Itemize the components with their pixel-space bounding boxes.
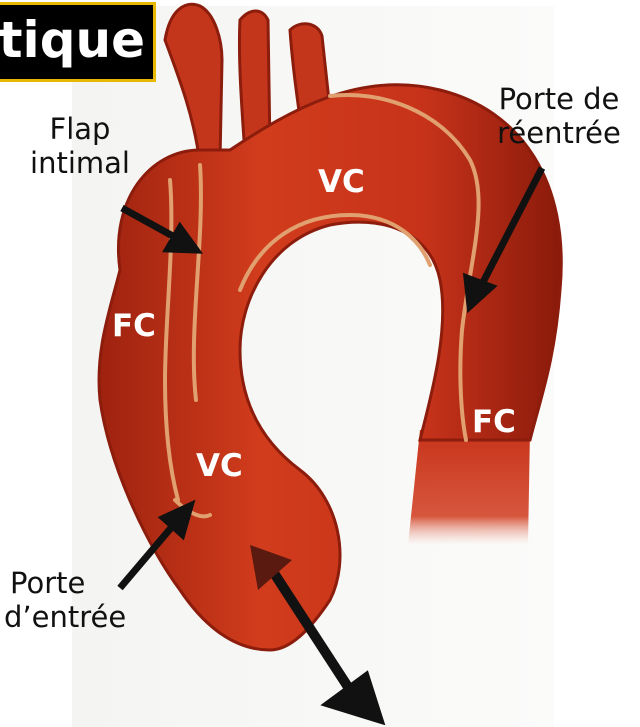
true-lumen-label-top: VC [318, 164, 365, 200]
flap-label-line2: intimal [20, 146, 140, 180]
reentry-label-line1: Porte de [484, 82, 634, 116]
slide-title-fragment: tique [0, 2, 156, 82]
false-lumen-label-right: FC [472, 404, 516, 440]
flap-label-line1: Flap [20, 112, 140, 146]
false-lumen-label-left: FC [112, 308, 156, 344]
true-lumen-label-bottom: VC [196, 448, 243, 484]
entry-label-line2: d’entrée [0, 600, 170, 634]
entry-label-line1: Porte [0, 566, 170, 600]
descending-aorta-distal [408, 430, 530, 545]
reentry-label: Porte de réentrée [484, 82, 634, 150]
reentry-label-line2: réentrée [484, 116, 634, 150]
entry-label: Porte d’entrée [0, 566, 170, 634]
flap-label: Flap intimal [20, 112, 140, 180]
